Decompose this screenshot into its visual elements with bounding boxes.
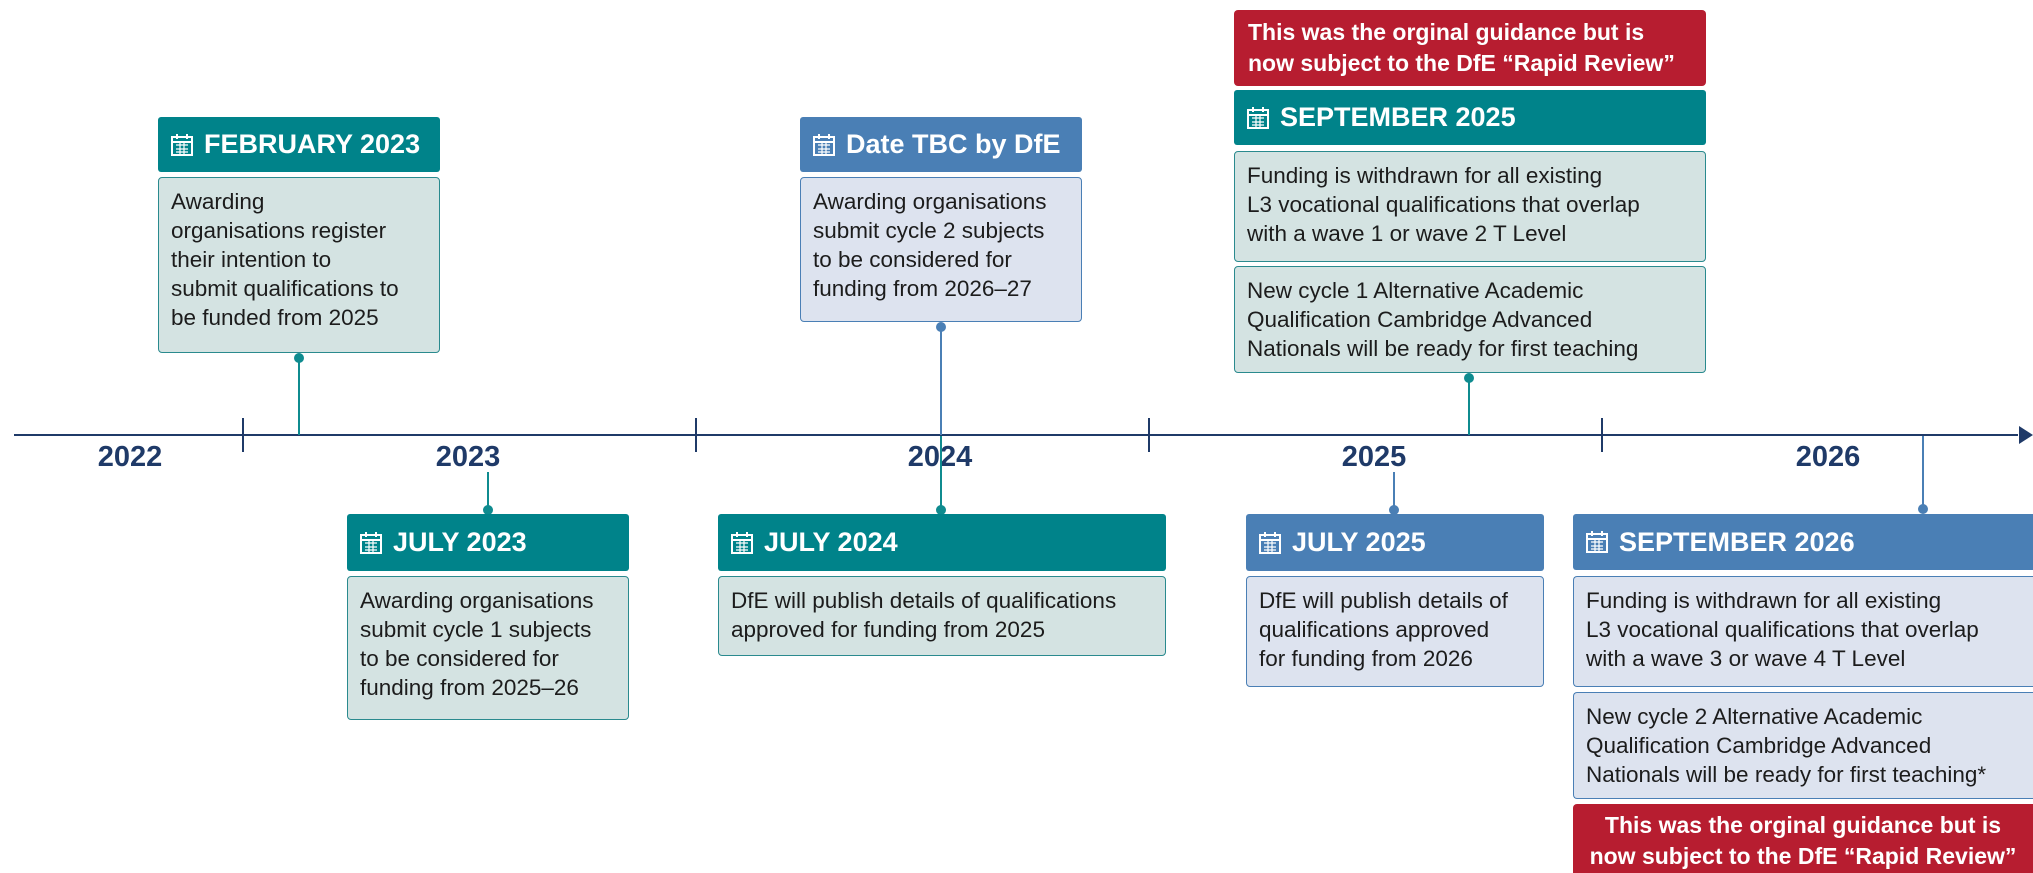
text-line: submit cycle 1 subjects	[360, 617, 592, 642]
year-label-2026: 2026	[1795, 441, 1861, 473]
event-description-sep-2025-funding: Funding is withdrawn for all existing L3…	[1234, 151, 1706, 262]
text-line: approved for funding from 2025	[731, 617, 1045, 642]
text-line: Nationals will be ready for first teachi…	[1247, 336, 1639, 361]
event-header-sep-2025: SEPTEMBER 2025	[1234, 90, 1706, 145]
note-line: This was the orginal guidance but is	[1248, 19, 1645, 45]
text-line: L3 vocational qualifications that overla…	[1586, 617, 1979, 642]
text-line: submit qualifications to	[171, 276, 399, 301]
note-line: now subject to the DfE “Rapid Review”	[1589, 843, 2017, 869]
text-line: Awarding	[171, 189, 265, 214]
event-description-tbc: Awarding organisations submit cycle 2 su…	[800, 177, 1082, 322]
calendar-icon	[170, 133, 194, 157]
text-line: for funding from 2026	[1259, 646, 1473, 671]
year-divider-tick	[695, 418, 697, 452]
event-description-sep-2026-nationals: New cycle 2 Alternative Academic Qualifi…	[1573, 692, 2033, 799]
event-header-feb-2023: FEBRUARY 2023	[158, 117, 440, 172]
rapid-review-note-bottom: This was the orginal guidance but is now…	[1573, 804, 2033, 873]
text-line: submit cycle 2 subjects	[813, 218, 1045, 243]
event-description-sep-2025-nationals: New cycle 1 Alternative Academic Qualifi…	[1234, 266, 1706, 373]
year-label-2024: 2024	[860, 440, 1020, 474]
event-description-feb-2023: Awarding organisations register their in…	[158, 177, 440, 353]
connector-sep-2026	[1922, 436, 1924, 510]
text-line: New cycle 2 Alternative Academic	[1586, 704, 1923, 729]
connector-dot	[936, 505, 946, 515]
event-date: JULY 2024	[764, 527, 898, 557]
event-description-sep-2026-funding: Funding is withdrawn for all existing L3…	[1573, 576, 2033, 687]
text-line: organisations register	[171, 218, 387, 243]
text-line: qualifications approved	[1259, 617, 1490, 642]
connector-jul-2023	[487, 472, 489, 512]
connector-dot	[1389, 505, 1399, 515]
text-line: DfE will publish details of qualificatio…	[731, 588, 1117, 613]
note-line: This was the orginal guidance but is	[1604, 812, 2002, 838]
event-date: JULY 2025	[1292, 527, 1426, 557]
event-description-jul-2025: DfE will publish details of qualificatio…	[1246, 576, 1544, 687]
event-header-jul-2023: JULY 2023	[347, 514, 629, 571]
event-date: SEPTEMBER 2026	[1619, 526, 1855, 557]
text-line: Qualification Cambridge Advanced	[1586, 733, 1932, 758]
calendar-icon	[359, 531, 383, 555]
connector-sep-2025	[1468, 377, 1470, 435]
text-line: Qualification Cambridge Advanced	[1247, 307, 1593, 332]
connector-dot	[483, 505, 493, 515]
year-label-2025: 2025	[1341, 441, 1407, 473]
year-divider-tick	[1148, 418, 1150, 452]
text-line: New cycle 1 Alternative Academic	[1247, 278, 1584, 303]
text-line: with a wave 1 or wave 2 T Level	[1247, 221, 1567, 246]
text-line: to be considered for	[813, 247, 1012, 272]
calendar-icon	[730, 531, 754, 555]
note-line: now subject to the DfE “Rapid Review”	[1248, 50, 1675, 76]
connector-tbc	[940, 326, 942, 435]
event-header-tbc: Date TBC by DfE	[800, 117, 1082, 172]
calendar-icon	[1246, 106, 1270, 130]
event-header-jul-2025: JULY 2025	[1246, 514, 1544, 571]
timeline-arrow	[2019, 426, 2033, 444]
connector-jul-2024	[940, 436, 942, 512]
text-line: funding from 2026–27	[813, 276, 1032, 301]
text-line: Awarding organisations	[813, 189, 1047, 214]
connector-jul-2025	[1393, 472, 1395, 512]
timeline-axis	[14, 434, 2018, 436]
text-line: Funding is withdrawn for all existing	[1247, 163, 1603, 188]
text-line: DfE will publish details of	[1259, 588, 1508, 613]
rapid-review-note-top: This was the orginal guidance but is now…	[1234, 10, 1706, 86]
connector-dot	[1464, 373, 1474, 383]
event-date: JULY 2023	[393, 527, 527, 557]
text-line: Funding is withdrawn for all existing	[1586, 588, 1942, 613]
year-divider-tick	[1601, 418, 1603, 452]
event-date: Date TBC by DfE	[846, 129, 1061, 159]
text-line: Nationals will be ready for first teachi…	[1586, 762, 1987, 787]
text-line: Awarding organisations	[360, 588, 594, 613]
event-date: SEPTEMBER 2025	[1280, 102, 1516, 132]
event-header-sep-2026: SEPTEMBER 2026	[1573, 514, 2033, 570]
connector-dot	[936, 322, 946, 332]
event-description-jul-2023: Awarding organisations submit cycle 1 su…	[347, 576, 629, 720]
calendar-icon	[812, 133, 836, 157]
calendar-icon	[1258, 531, 1282, 555]
event-header-jul-2024: JULY 2024	[718, 514, 1166, 571]
connector-dot	[294, 353, 304, 363]
event-description-jul-2024: DfE will publish details of qualificatio…	[718, 576, 1166, 656]
year-label-2022: 2022	[97, 441, 163, 473]
year-label-2023: 2023	[435, 441, 501, 473]
text-line: with a wave 3 or wave 4 T Level	[1586, 646, 1906, 671]
event-date: FEBRUARY 2023	[204, 129, 421, 159]
text-line: funding from 2025–26	[360, 675, 579, 700]
text-line: be funded from 2025	[171, 305, 379, 330]
text-line: L3 vocational qualifications that overla…	[1247, 192, 1640, 217]
calendar-icon	[1585, 530, 1609, 554]
year-divider-tick	[242, 418, 244, 452]
connector-feb-2023	[298, 357, 300, 435]
text-line: to be considered for	[360, 646, 559, 671]
text-line: their intention to	[171, 247, 332, 272]
connector-dot	[1918, 504, 1928, 514]
